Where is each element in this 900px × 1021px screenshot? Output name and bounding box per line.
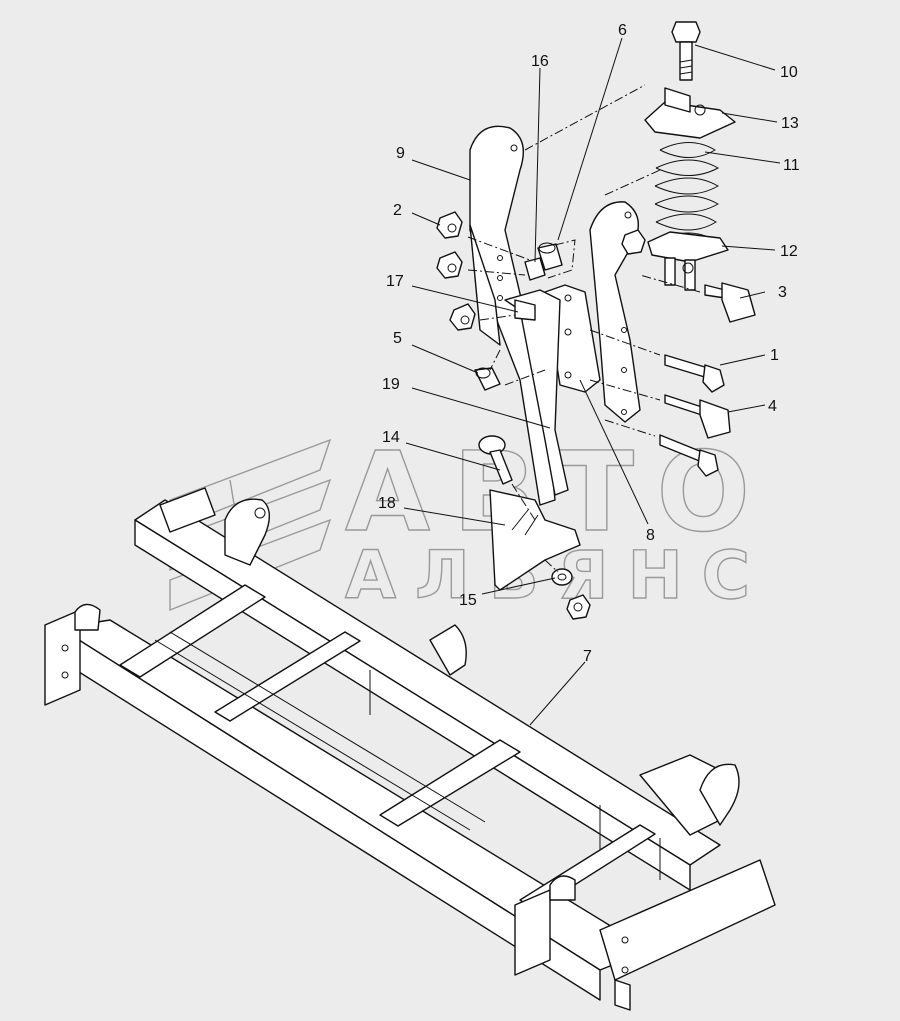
callout-15: 15 — [459, 592, 477, 609]
callout-14: 14 — [382, 429, 400, 446]
callout-17: 17 — [386, 273, 404, 290]
callout-12: 12 — [780, 243, 798, 260]
callout-11: 11 — [783, 157, 800, 174]
callout-13: 13 — [781, 115, 799, 132]
callout-10: 10 — [780, 64, 798, 81]
callout-19: 19 — [382, 376, 400, 393]
callout-7: 7 — [583, 648, 592, 665]
callout-1: 1 — [770, 347, 779, 364]
bracket-left-drawing — [469, 125, 556, 506]
callout-16: 16 — [531, 53, 549, 70]
frame-drawing — [44, 487, 776, 1011]
callout-18: 18 — [378, 495, 396, 512]
callout-6: 6 — [618, 22, 627, 39]
callout-labels: 1 2 3 4 5 6 7 8 9 10 11 12 13 14 15 16 1… — [378, 22, 800, 665]
fasteners-drawing — [436, 211, 756, 620]
share-drawing — [489, 489, 581, 591]
alignment-lines — [467, 84, 701, 573]
callout-3: 3 — [778, 284, 787, 301]
callout-4: 4 — [768, 398, 777, 415]
callout-2: 2 — [393, 202, 402, 219]
callout-8: 8 — [646, 527, 655, 544]
callout-5: 5 — [393, 330, 402, 347]
leader-lines — [403, 37, 781, 726]
spring-assembly-drawing — [644, 21, 736, 291]
callout-9: 9 — [396, 145, 405, 162]
bracket-right-drawing — [589, 201, 641, 423]
